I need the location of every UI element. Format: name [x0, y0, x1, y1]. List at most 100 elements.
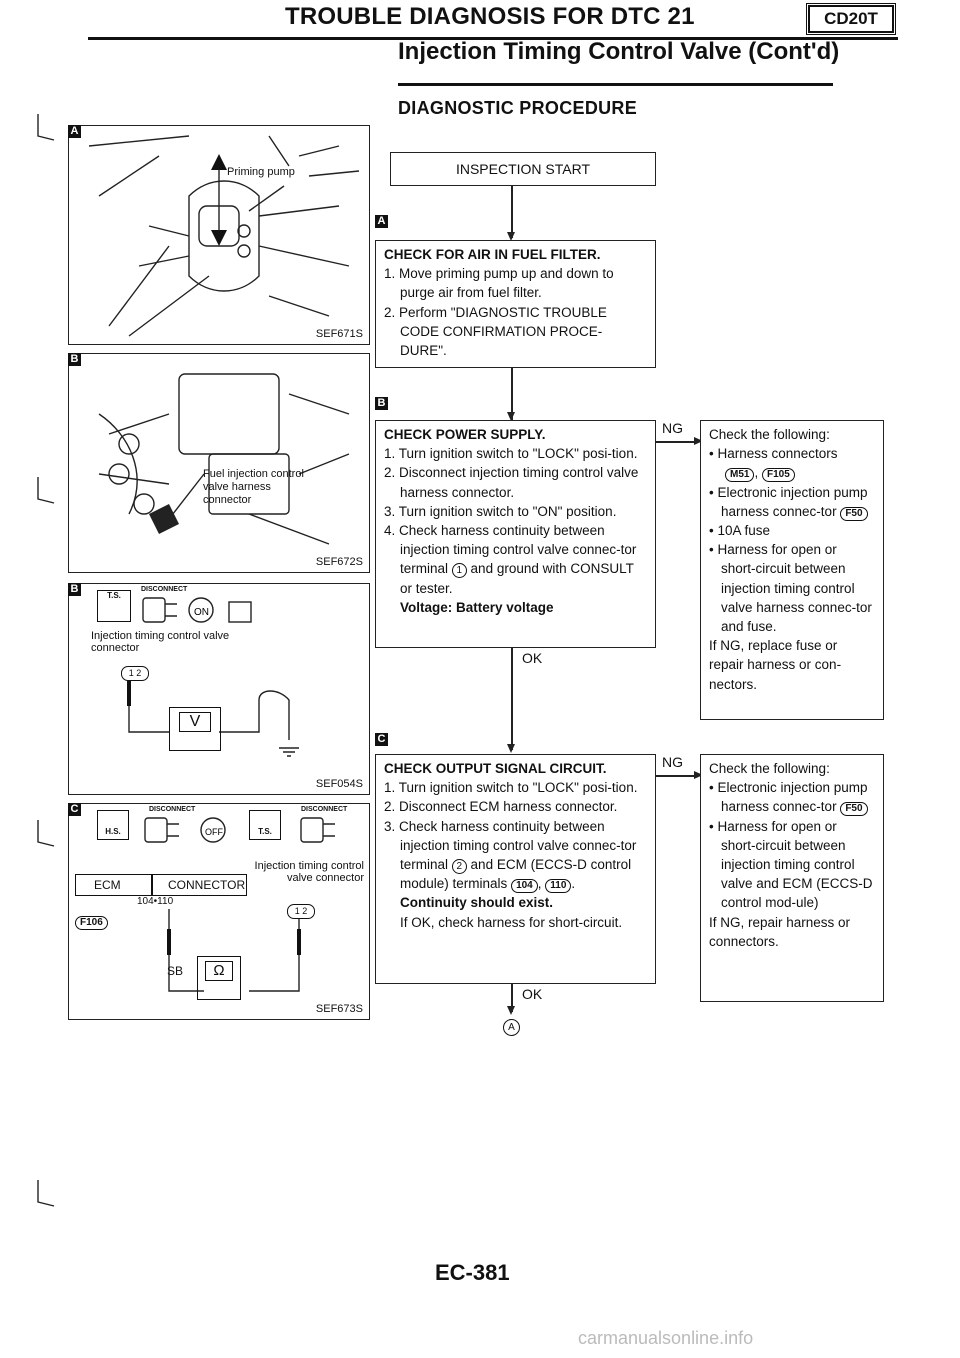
step-b-item: 3. Turn ignition switch to "ON" position…: [384, 503, 617, 519]
ng-b-item: • 10A fuse: [709, 523, 771, 539]
figure-letter: A: [68, 125, 81, 138]
ng-c-outro: If NG, repair harness or connectors.: [709, 914, 851, 949]
ecm-pins: 104•110: [137, 896, 174, 907]
ecm-connector: ECM CONNECTOR: [75, 874, 247, 896]
ok-label: OK: [522, 650, 543, 666]
figure-letter: C: [68, 803, 81, 816]
ts-icon: T.S.: [97, 590, 131, 622]
ok-label: OK: [522, 986, 543, 1002]
callout-injection-connector: Injection timing control valve connector: [254, 860, 364, 884]
voltmeter: V: [169, 707, 221, 751]
figure-code: SEF672S: [315, 556, 363, 568]
ng-c-item: • Harness for open or short-circuit betw…: [709, 818, 873, 911]
flow-arrow: [694, 437, 703, 445]
step-a-box: CHECK FOR AIR IN FUEL FILTER. 1. Move pr…: [375, 240, 656, 368]
flow-arrow: [507, 744, 515, 753]
ng-label: NG: [662, 754, 683, 770]
step-c-note: If OK, check harness for short-circuit.: [400, 914, 623, 930]
binder-mark: [37, 820, 55, 847]
figure-voltage-test: B T.S. DISCONNECT ON Injection timing co…: [68, 583, 370, 795]
ng-c-intro: Check the following:: [709, 761, 830, 776]
figure-letter: B: [68, 353, 81, 366]
disconnect-label: DISCONNECT: [141, 586, 188, 593]
figure-continuity-test: C H.S. DISCONNECT T.S. DISCONNECT OFF In…: [68, 803, 370, 1020]
step-c-item: 3. Check harness continuity between inje…: [384, 818, 637, 894]
page-number: EC-381: [435, 1260, 510, 1285]
binder-mark: [37, 1180, 55, 1207]
ecm-label: ECM: [94, 878, 121, 892]
svg-text:OFF: OFF: [205, 827, 223, 837]
step-a-item: 2. Perform "DIAGNOSTIC TROUBLE CODE CONF…: [384, 304, 607, 359]
flow-connector: [656, 775, 696, 777]
step-letter: A: [375, 215, 388, 228]
voltage-test-circuit: [127, 680, 299, 757]
step-letter: C: [375, 733, 388, 746]
flow-arrow: [694, 771, 703, 779]
figure-code: SEF673S: [315, 1003, 363, 1015]
step-b-result: Voltage: Battery voltage: [400, 599, 554, 615]
watermark: carmanualsonline.info: [578, 1328, 754, 1348]
callout-priming-pump: Priming pump: [227, 166, 295, 178]
ng-c-item: • Electronic injection pump harness conn…: [709, 780, 868, 817]
inspection-start-box: INSPECTION START: [390, 152, 656, 186]
step-letter: B: [375, 397, 388, 410]
binder-mark: [37, 477, 55, 504]
ng-c-box: Check the following: • Electronic inject…: [700, 754, 884, 1002]
binder-mark: [37, 114, 55, 141]
ng-b-box: Check the following: • Harness connector…: [700, 420, 884, 720]
ng-b-item: • Electronic injection pump harness conn…: [709, 484, 868, 521]
connector-label: CONNECTOR: [168, 878, 246, 892]
ohmmeter-display: Ω: [205, 961, 233, 981]
terminal-pin: 2: [451, 859, 467, 875]
ts-icon: T.S.: [249, 810, 281, 840]
flow-connector: [511, 368, 513, 420]
connector-and-key-icons: OFF: [144, 817, 335, 843]
flow-arrow: [507, 412, 515, 421]
figure-letter: B: [68, 583, 81, 596]
connector-and-key-icons: ON: [142, 597, 252, 623]
callout-injection-connector: Injection timing control valve connector: [91, 630, 230, 654]
figure-code: SEF671S: [315, 328, 363, 340]
ng-b-conns: M51, F105: [709, 463, 875, 483]
disconnect-label: DISCONNECT: [149, 806, 196, 813]
procedure-title: DIAGNOSTIC PROCEDURE: [398, 98, 638, 118]
step-b-box: CHECK POWER SUPPLY. 1. Turn ignition swi…: [375, 420, 656, 648]
ohmmeter: Ω: [197, 956, 241, 1000]
section-subtitle: Injection Timing Control Valve (Cont'd): [398, 38, 840, 65]
engine-badge: CD20T: [806, 3, 896, 35]
fuel-injection-illustration: [98, 373, 350, 545]
svg-text:ON: ON: [194, 607, 209, 618]
step-b-item: 2. Disconnect injection timing control v…: [384, 465, 639, 500]
flow-connector: [511, 186, 513, 238]
disconnect-label-2: DISCONNECT: [301, 806, 348, 813]
continue-marker: A: [503, 1019, 520, 1036]
step-c-item: 2. Disconnect ECM harness connector.: [384, 799, 618, 815]
flow-connector: [511, 648, 513, 750]
figure-fuel-injection-valve: B Fuel injection control valve harness c…: [68, 353, 370, 573]
flow-connector: [511, 984, 513, 1012]
flow-arrow: [507, 1006, 515, 1015]
figure-priming-pump: A Priming pump SEF671S: [68, 125, 370, 345]
connector-pins: 1 2: [121, 666, 149, 681]
ng-b-item: • Harness connectors: [709, 446, 838, 462]
flow-arrow: [507, 232, 515, 241]
step-a-title: CHECK FOR AIR IN FUEL FILTER.: [384, 247, 601, 262]
flow-connector: [656, 441, 696, 443]
step-c-result: Continuity should exist.: [400, 895, 554, 911]
ecm-connector-id: F106: [75, 912, 108, 930]
step-c-item: 1. Turn ignition switch to "LOCK" posi-t…: [384, 780, 638, 796]
step-b-title: CHECK POWER SUPPLY.: [384, 427, 546, 442]
ng-b-intro: Check the following:: [709, 427, 830, 442]
hs-icon: H.S.: [97, 810, 129, 840]
step-a-item: 1. Move priming pump up and down to purg…: [384, 266, 614, 301]
header-rule: [88, 37, 898, 40]
page-title: TROUBLE DIAGNOSIS FOR DTC 21: [285, 3, 695, 30]
callout-fuel-injection: Fuel injection control valve harness con…: [203, 468, 304, 506]
terminal-pin: 1: [451, 563, 467, 579]
connector-pins: 1 2: [287, 904, 315, 919]
continuity-test-circuit: [167, 909, 301, 992]
subtitle-rule: [398, 83, 833, 86]
step-c-box: CHECK OUTPUT SIGNAL CIRCUIT. 1. Turn ign…: [375, 754, 656, 984]
step-b-item: 4. Check harness continuity between inje…: [384, 523, 637, 596]
ng-b-outro: If NG, replace fuse or repair harness or…: [709, 638, 842, 692]
